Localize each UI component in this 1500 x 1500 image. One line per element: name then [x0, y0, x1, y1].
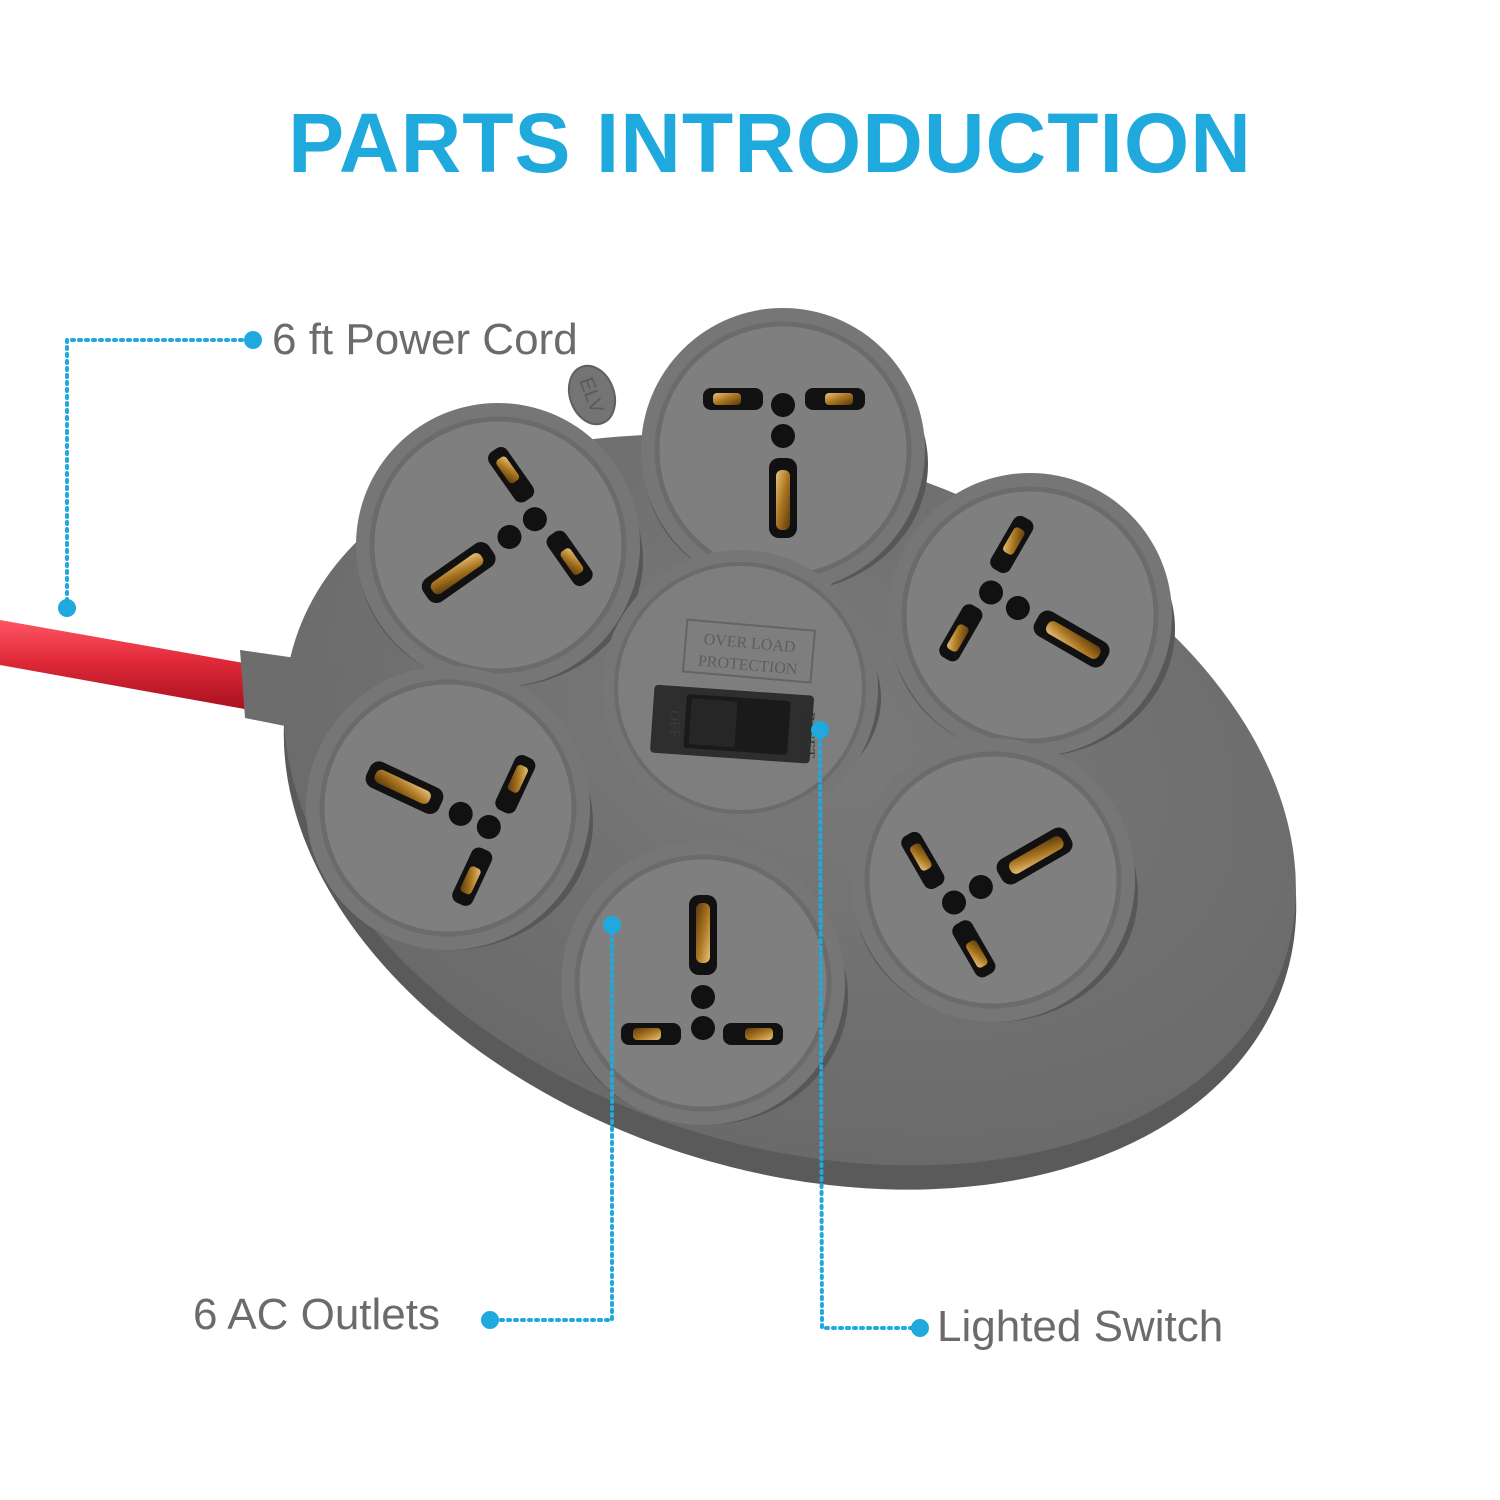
- outlet-socket-holes: [621, 895, 783, 1045]
- ac-outlet[interactable]: [561, 841, 848, 1125]
- switch-callout-dot: [811, 721, 829, 739]
- outlet-socket-holes: [939, 515, 1110, 668]
- callout-lines: [65, 338, 920, 1330]
- cord-entry: [240, 650, 345, 735]
- switch-callout-line: [818, 728, 920, 1330]
- outlet-socket-holes: [421, 447, 593, 604]
- power-cord: [0, 620, 255, 710]
- ac-outlet[interactable]: [306, 666, 593, 950]
- outlet-socket-holes: [901, 827, 1073, 978]
- cord-label-dot: [244, 331, 262, 349]
- elv-badge: ELV: [567, 364, 617, 426]
- switch-label-dot: [911, 1319, 929, 1337]
- outlets-label-dot: [481, 1311, 499, 1329]
- lighted-switch[interactable]: OFF RESET: [650, 684, 817, 764]
- ac-outlet[interactable]: [641, 308, 928, 592]
- outlet-socket-holes: [365, 755, 536, 906]
- lighted-switch-label: Lighted Switch: [937, 1302, 1224, 1351]
- ac-outlet[interactable]: [851, 738, 1138, 1022]
- outlet-socket-holes: [703, 388, 865, 538]
- cord-callout-dot: [58, 599, 76, 617]
- ac-outlets-label: 6 AC Outlets: [193, 1290, 441, 1339]
- ac-outlet[interactable]: [888, 473, 1175, 757]
- outlets-callout-dot: [603, 916, 621, 934]
- switch-reset-label: RESET: [801, 712, 817, 758]
- page-title: PARTS INTRODUCTION: [288, 96, 1252, 190]
- ac-outlet[interactable]: [356, 403, 643, 687]
- power-cord-label: 6 ft Power Cord: [272, 315, 578, 364]
- cord-callout-line: [65, 338, 254, 610]
- switch-off-label: OFF: [666, 710, 682, 738]
- outlets-callout-line: [486, 923, 614, 1322]
- callout-dots: [58, 331, 929, 1337]
